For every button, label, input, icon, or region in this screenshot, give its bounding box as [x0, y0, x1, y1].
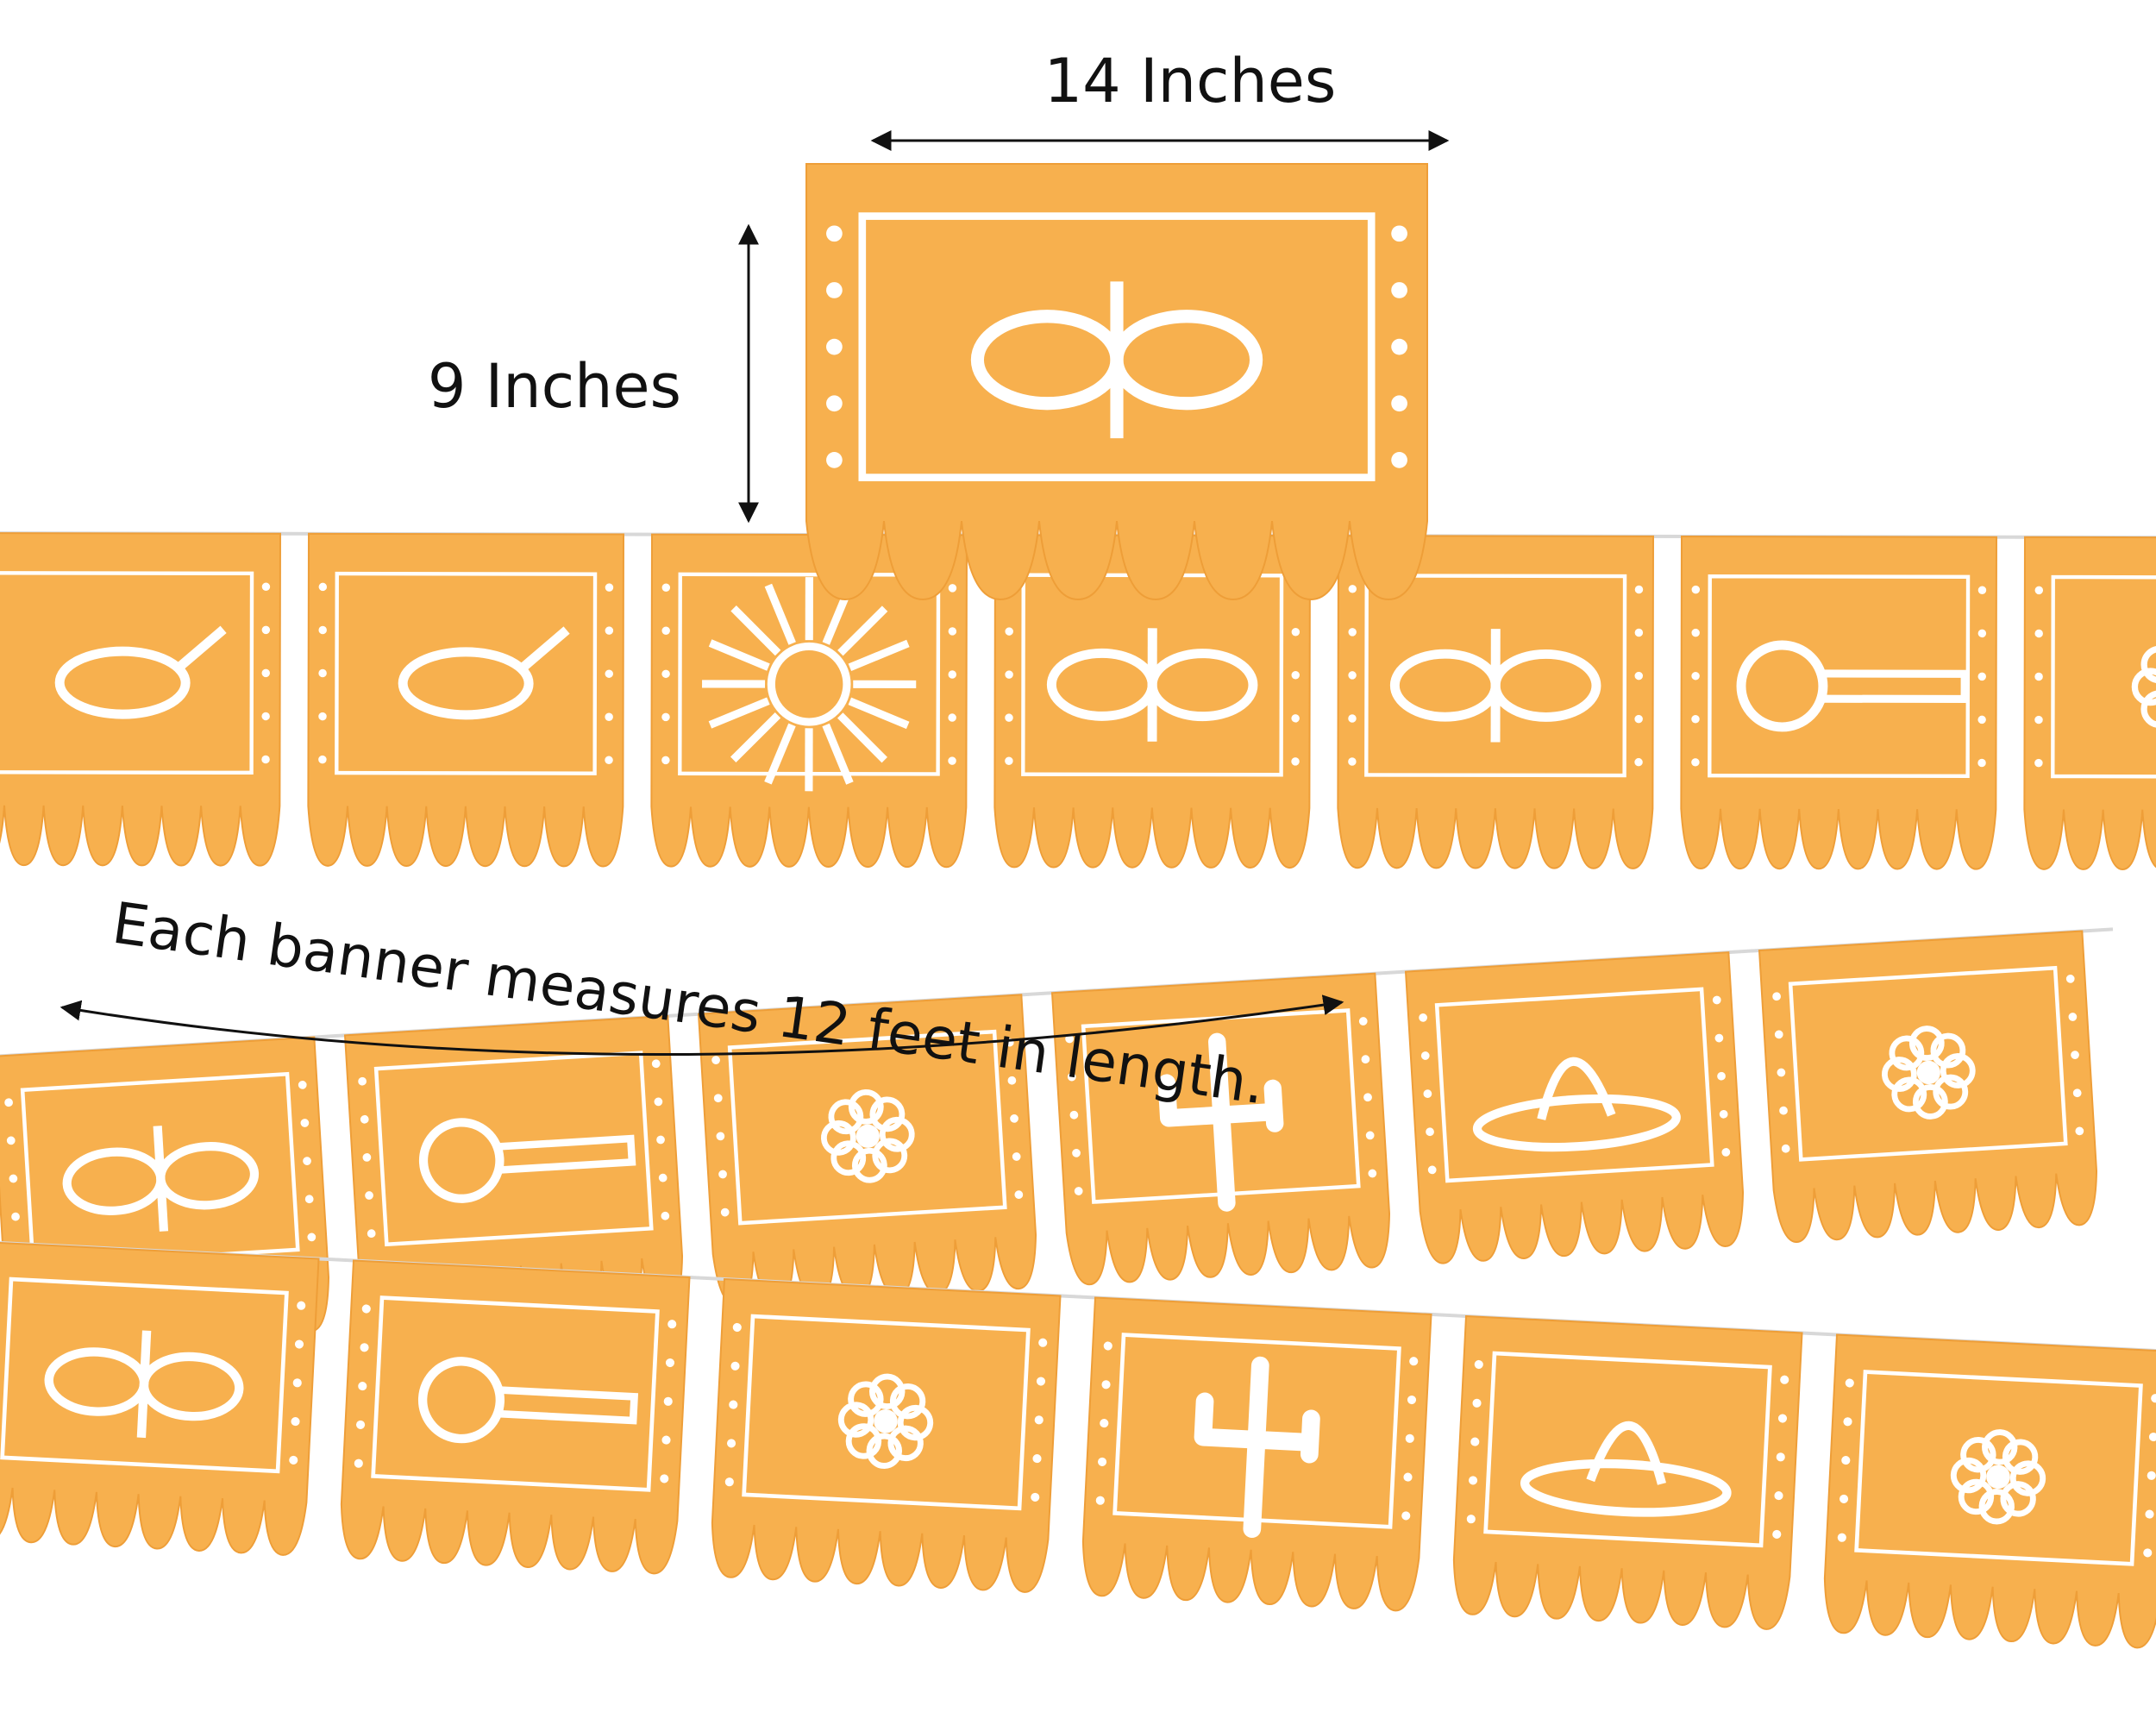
flower-icon: [820, 1088, 915, 1183]
length-arrow: [60, 994, 1344, 1057]
banner-panel: [650, 533, 968, 869]
banner-panel: [1680, 535, 1998, 870]
flower-icon: [1950, 1429, 2046, 1525]
banner-panel: [340, 1259, 691, 1575]
banner-panel: [1823, 1333, 2156, 1649]
butterfly-icon: [1389, 629, 1601, 743]
butterfly-icon: [1046, 628, 1258, 742]
height-label: 9 Inches: [428, 351, 681, 422]
banner-panel: [307, 532, 625, 868]
guitar-icon: [1736, 640, 1969, 732]
banner-panel: [0, 531, 282, 867]
banner-panel: [1337, 535, 1655, 869]
bird-icon: [54, 625, 227, 719]
butterfly-icon: [970, 281, 1263, 439]
guitar-icon: [417, 1357, 639, 1444]
banner-panel: [2023, 536, 2156, 871]
banner-panel: [1758, 930, 2098, 1243]
banner-row-3: [0, 1240, 2156, 1649]
banner-panel: [805, 163, 1428, 601]
banner-row-1: [0, 531, 2156, 871]
banner-panel: [1452, 1314, 1803, 1630]
banner-panel: [1081, 1296, 1432, 1612]
banner-panel: [1050, 972, 1391, 1286]
butterfly-icon: [62, 1126, 260, 1232]
banner-panel: [0, 1240, 320, 1556]
bird-icon: [398, 626, 570, 720]
flower-icon: [2131, 645, 2156, 729]
banner-panel: [711, 1277, 1062, 1593]
flower-icon: [1881, 1026, 1976, 1120]
width-label: 14 Inches: [1044, 46, 1337, 116]
cactus-icon: [1194, 1356, 1320, 1539]
butterfly-icon: [44, 1330, 244, 1439]
banner-panel: [1404, 951, 1745, 1264]
featured-banner-panel: [805, 163, 1428, 601]
cactus-icon: [1157, 1032, 1284, 1212]
sombrero-icon: [1520, 1421, 1732, 1517]
sun-icon: [702, 577, 917, 792]
banner-panel: [993, 534, 1312, 869]
banner-panel: [697, 994, 1037, 1307]
guitar-icon: [418, 1118, 636, 1203]
flower-icon: [837, 1373, 934, 1469]
sombrero-icon: [1472, 1057, 1681, 1152]
